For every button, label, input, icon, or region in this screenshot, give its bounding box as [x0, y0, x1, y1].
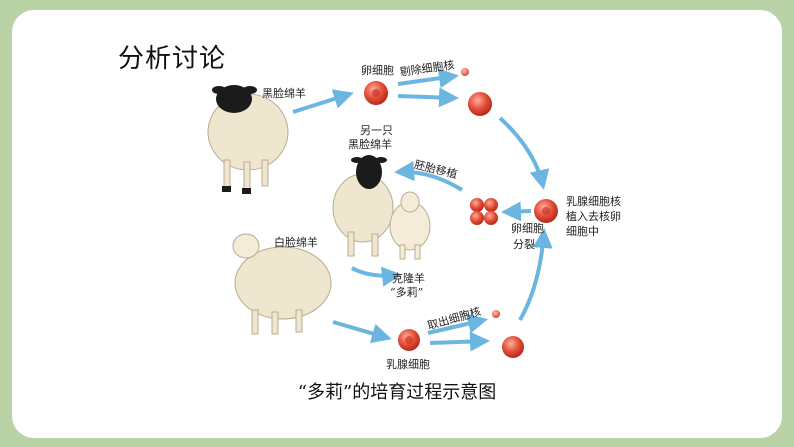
egg-cell-nucleus [372, 89, 380, 97]
process-arrows [292, 68, 553, 352]
label-implant-1: 乳腺细胞核 [566, 195, 621, 208]
label-mammary-cell: 乳腺细胞 [386, 358, 430, 371]
label-implant-3: 细胞中 [566, 225, 599, 238]
label-white-sheep: 白脸绵羊 [274, 236, 318, 249]
arrow-curve-to-implant [498, 116, 550, 190]
arrow-curve-up-to-implant [518, 228, 553, 321]
slide-title: 分析讨论 [118, 44, 227, 74]
arrow-extract-nucleus [427, 313, 488, 335]
black-face-sheep [207, 85, 289, 194]
label-black-sheep: 黑脸绵羊 [262, 87, 306, 100]
enucleated-egg [468, 92, 492, 116]
figure-caption: “多莉”的培育过程示意图 [297, 382, 497, 403]
arrow-to-divide [501, 201, 532, 222]
label-another-sheep-1: 另一只 [360, 124, 393, 137]
dividing-embryo [470, 198, 498, 225]
arrow-embryo-transfer [394, 161, 464, 192]
label-egg-division-1: 卵细胞 [511, 222, 544, 235]
removed-nucleus [461, 68, 469, 76]
extracted-nucleus [492, 310, 500, 318]
label-clone-sheep: 克隆羊 [392, 272, 425, 285]
cells [364, 68, 558, 358]
arrow-egg-to-enucleated [397, 87, 459, 108]
arrow-cell-to-cytoplasm [429, 331, 490, 352]
mammary-cytoplasm [502, 336, 524, 358]
white-face-sheep [232, 233, 332, 335]
arrow-to-dolly [351, 266, 402, 287]
arrow-white-sheep-to-cell [332, 320, 392, 344]
mammary-cell-nucleus [405, 336, 413, 344]
label-egg-division-2: 分裂 [513, 238, 535, 251]
label-egg-cell: 卵细胞 [361, 64, 394, 77]
dolly-lamb [389, 191, 431, 260]
implanted-egg-nucleus [542, 207, 550, 215]
label-dolly: “多莉” [390, 286, 424, 299]
surrogate-sheep [332, 155, 394, 257]
arrow-black-sheep-to-egg [292, 89, 354, 114]
label-another-sheep-2: 黑脸绵羊 [348, 138, 392, 151]
label-implant-2: 植入去核卵 [566, 210, 621, 223]
arrow-remove-nucleus [397, 68, 459, 89]
